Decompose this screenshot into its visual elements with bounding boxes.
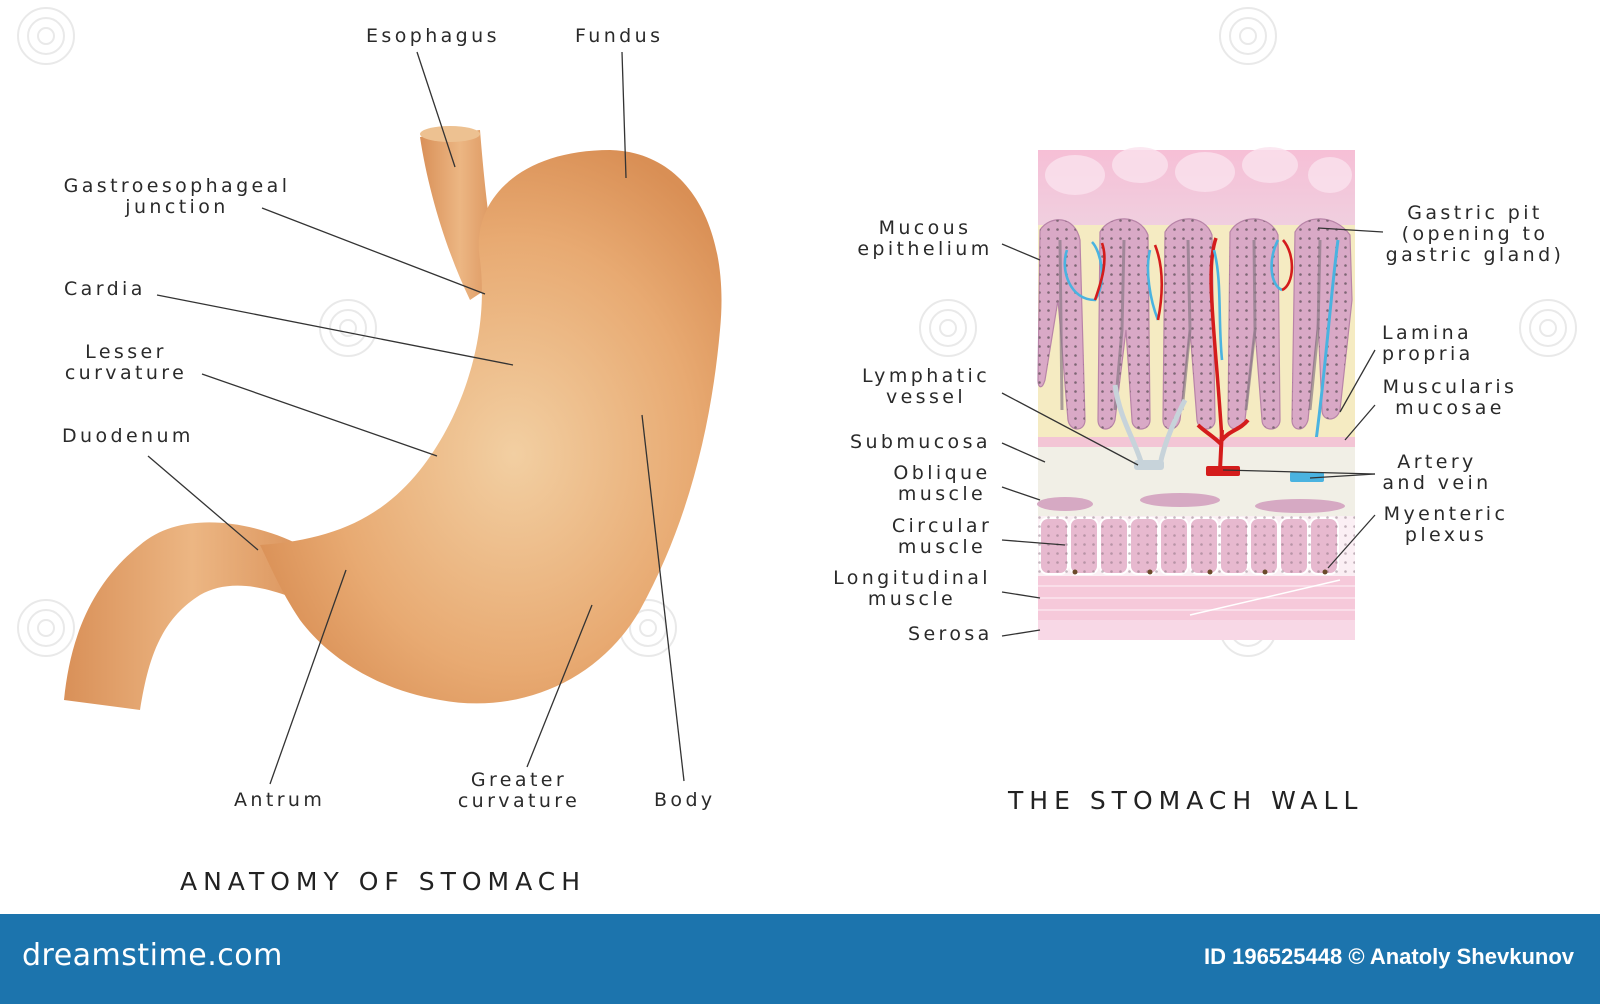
label-artery-and-vein: Artery and vein (1380, 452, 1494, 494)
capillary-artery (1093, 242, 1106, 301)
brand-logo[interactable]: dreamstime.com (22, 938, 283, 973)
label-line: plexus (1404, 524, 1488, 546)
right-diagram-title: THE STOMACH WALL (1008, 786, 1364, 815)
label-lamina-propria: Lamina propria (1382, 323, 1474, 365)
label-line: Oblique (893, 462, 991, 484)
capillary-vein (1212, 249, 1224, 361)
watermark-icon (17, 7, 75, 65)
label-line: Muscularis (1382, 376, 1518, 398)
artery-cross-section (1206, 466, 1240, 476)
label-fundus: Fundus (575, 25, 664, 47)
label-line: muscle (897, 536, 987, 558)
label-line: curvature (64, 362, 188, 384)
footer-bar: dreamstime.com ID 196525448 © Anatoly Sh… (0, 914, 1600, 1004)
stomach-wall-diagram (1001, 147, 1384, 640)
label-line: curvature (457, 790, 581, 812)
capillary-artery (1209, 237, 1224, 441)
muscularis-mucosae-layer (1038, 437, 1355, 447)
label-line: Gastric pit (1407, 202, 1543, 224)
watermark-icon (1219, 7, 1277, 65)
label-serosa: Serosa (908, 623, 993, 645)
stomach-diagram (64, 51, 722, 785)
watermark-icon (17, 599, 75, 657)
label-circular-muscle: Circular muscle (884, 516, 1000, 558)
label-line: Lesser (85, 341, 167, 363)
label-gastric-pit: Gastric pit (opening to gastric gland) (1380, 203, 1570, 266)
watermark-icon (1519, 299, 1577, 357)
vein-cross-section (1290, 472, 1324, 482)
label-duodenum: Duodenum (62, 425, 194, 447)
label-lesser-curvature: Lesser curvature (60, 342, 192, 384)
label-line: muscle (867, 588, 957, 610)
label-greater-curvature: Greater curvature (452, 770, 586, 812)
watermark-icon (319, 299, 377, 357)
label-myenteric-plexus: Myenteric plexus (1380, 504, 1512, 546)
label-line: propria (1382, 343, 1474, 365)
label-submucosa: Submucosa (850, 431, 991, 453)
image-credit: ID 196525448 © Anatoly Shevkunov (1203, 944, 1574, 969)
label-line: (opening to (1401, 223, 1549, 245)
label-gastroesophageal-junction: Gastroesophageal junction (62, 176, 292, 218)
label-muscularis-mucosae: Muscularis mucosae (1380, 377, 1520, 419)
left-diagram-title: ANATOMY OF STOMACH (180, 867, 587, 896)
label-line: Lamina (1382, 322, 1473, 344)
label-line: Longitudinal (833, 567, 991, 589)
artery-trunk (1196, 418, 1250, 471)
label-mucous-epithelium: Mucous epithelium (850, 218, 1000, 260)
capillary-artery (1281, 239, 1294, 292)
stomach-shape (260, 150, 722, 704)
capillary-vein (1146, 249, 1160, 321)
label-line: Greater (470, 769, 568, 791)
label-antrum: Antrum (234, 789, 326, 811)
label-line: Mucous (878, 217, 972, 239)
illustration-stage: Esophagus Fundus Gastroesophageal juncti… (17, 7, 1577, 896)
serosa-layer (1038, 620, 1355, 640)
label-oblique-muscle: Oblique muscle (886, 463, 998, 505)
label-esophagus: Esophagus (366, 25, 500, 47)
label-line: gastric gland) (1385, 244, 1565, 266)
submucosa-layer (1038, 447, 1355, 492)
label-line: Circular (891, 515, 993, 537)
label-line: junction (125, 196, 229, 218)
label-longitudinal-muscle: Longitudinal muscle (824, 568, 1000, 610)
label-body: Body (654, 789, 716, 811)
label-line: Gastroesophageal (63, 175, 291, 197)
duodenum-shape (64, 522, 320, 710)
label-line: Lymphatic (861, 365, 991, 387)
label-line: Artery (1397, 451, 1477, 473)
esophagus-opening (420, 126, 480, 142)
label-line: muscle (897, 483, 987, 505)
capillary-vein (1310, 239, 1340, 471)
label-cardia: Cardia (64, 278, 146, 300)
capillary-vein (1270, 239, 1283, 292)
label-line: vessel (885, 386, 967, 408)
label-line: mucosae (1395, 397, 1505, 419)
capillary-artery (1153, 244, 1163, 321)
label-line: epithelium (857, 238, 993, 260)
label-lymphatic-vessel: Lymphatic vessel (856, 366, 996, 408)
label-line: Myenteric (1383, 503, 1509, 525)
watermark-icon (919, 299, 977, 357)
label-line: and vein (1382, 472, 1492, 494)
